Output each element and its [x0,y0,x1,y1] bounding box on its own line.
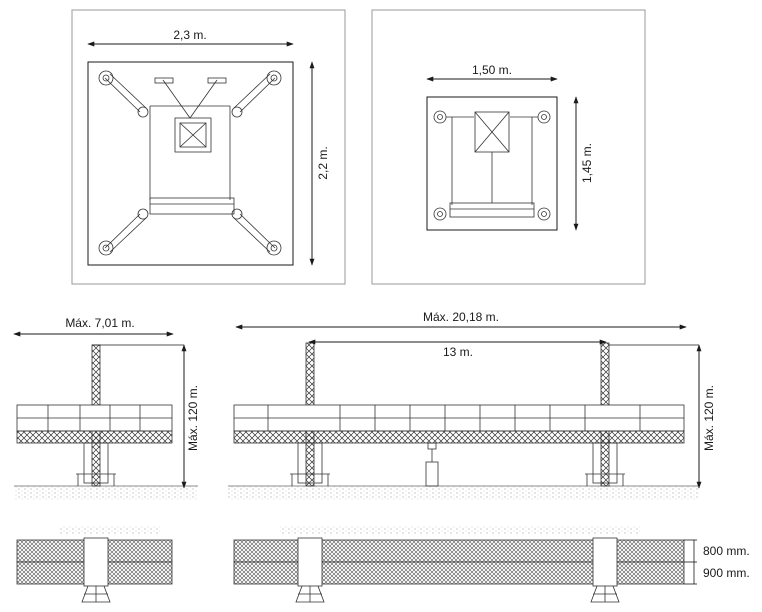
footprint-box [87,61,294,266]
bottom-right-plan-strip: 800 mm. 900 mm. [233,526,750,603]
right-elevation-view: Máx. 20,18 m. 13 m. Máx. 120 m. [228,310,716,500]
panel-frame [371,9,646,285]
base-chassis-left [290,442,330,486]
ground-line [14,486,198,500]
mast-span-label: 13 m. [443,345,473,359]
center-support-jack [425,442,439,487]
base-chassis-right [585,442,625,486]
compact-base-outriggers [433,110,551,221]
width-label: 1,50 m. [472,63,512,77]
work-platform [16,404,173,444]
top-right-plan-view: 1,50 m. 1,45 m. [371,9,646,285]
ground-line [228,486,698,500]
footprint-box [426,96,558,231]
height-label: Máx. 120 m. [186,385,200,451]
top-left-plan-view: 2,3 m. 2,2 m. [71,9,346,285]
panel-frame [71,9,346,285]
height-label: Máx. 120 m. [702,385,716,451]
height-label: 1,45 m. [580,143,594,183]
work-platform [233,404,685,444]
width-label: Máx. 7,01 m. [65,316,134,330]
left-elevation-view: Máx. 7,01 m. Máx. 120 m. [13,316,200,500]
depth-lower-label: 900 mm. [703,566,750,580]
height-label: 2,2 m. [316,146,330,179]
mast-base-outriggers [98,70,282,256]
base-chassis [76,442,116,486]
overall-width-label: Máx. 20,18 m. [423,310,499,324]
width-label: 2,3 m. [173,28,206,42]
depth-upper-label: 800 mm. [703,544,750,558]
bottom-left-plan-strip [16,526,173,603]
